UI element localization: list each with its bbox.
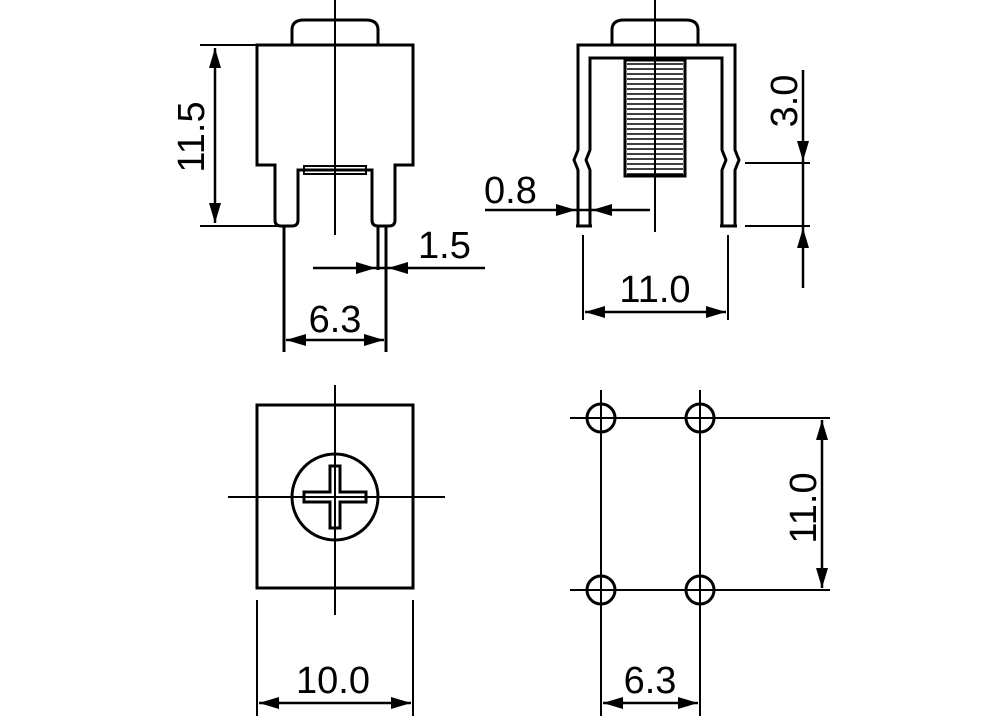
footprint-hole-top-right (684, 402, 716, 434)
top-width-label: 10.0 (296, 660, 370, 702)
front-height-arrow-bottom (209, 203, 221, 223)
front-pin-width-arrow-right (388, 262, 408, 274)
front-pitch-arrow-left (286, 334, 306, 346)
side-height-label: 3.0 (764, 75, 806, 128)
top-view: 10.0 (228, 385, 445, 716)
top-width-arrow-left (259, 697, 279, 709)
footprint-hole-bottom-left (585, 574, 617, 606)
footprint-view: 11.0 6.3 (570, 390, 830, 716)
side-height-arrow-bottom (797, 228, 809, 248)
front-height-arrow-top (209, 48, 221, 68)
footprint-vpitch-arrow-top (816, 420, 828, 440)
front-body-outline (255, 43, 415, 228)
side-pin-width-arrow-left (556, 204, 576, 216)
front-pitch-arrow-right (364, 334, 384, 346)
footprint-vpitch-label: 11.0 (783, 472, 825, 543)
side-pin-width-arrow-right (592, 204, 612, 216)
footprint-hole-top-left (585, 402, 617, 434)
side-span-arrow-right (706, 306, 726, 318)
footprint-hpitch-arrow-right (678, 697, 698, 709)
top-width-arrow-right (391, 697, 411, 709)
side-pin-width-label: 0.8 (484, 170, 537, 212)
top-cross-slot-icon (302, 464, 368, 530)
footprint-vpitch-arrow-bottom (816, 568, 828, 588)
side-view: 3.0 0.8 11.0 (484, 0, 810, 320)
footprint-hpitch-label: 6.3 (624, 660, 677, 702)
side-height-arrow-top (797, 141, 809, 161)
side-span-arrow-left (585, 306, 605, 318)
front-pin-width-arrow-left (356, 262, 376, 274)
front-height-label: 11.5 (171, 101, 213, 172)
footprint-hpitch-arrow-left (603, 697, 623, 709)
side-frame-outer (572, 43, 741, 226)
front-pitch-label: 6.3 (309, 299, 362, 341)
footprint-hole-bottom-right (684, 574, 716, 606)
front-view: 11.5 1.5 6.3 (171, 0, 485, 352)
front-pin-width-label: 1.5 (418, 225, 471, 267)
side-span-label: 11.0 (619, 269, 690, 311)
